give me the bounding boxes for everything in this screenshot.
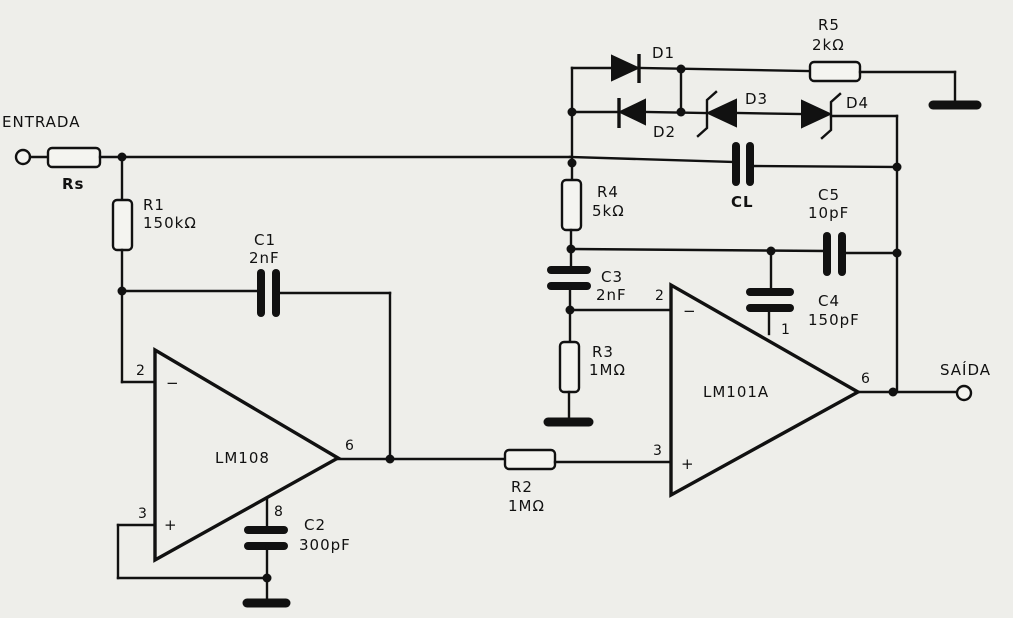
resistor-rs bbox=[46, 146, 102, 169]
d4-label: D4 bbox=[846, 94, 869, 112]
cl-label: CL bbox=[731, 193, 754, 211]
wire bbox=[569, 247, 828, 253]
u1-pin-inv: 2 bbox=[136, 363, 145, 379]
input-terminal bbox=[14, 148, 32, 166]
c4-name: C4 bbox=[818, 292, 840, 310]
r5-value: 2kΩ bbox=[812, 36, 845, 54]
c3-value: 2nF bbox=[596, 286, 627, 304]
c3-name: C3 bbox=[601, 268, 623, 286]
zener-d3-cathode bbox=[696, 90, 718, 138]
u2-pin-out: 6 bbox=[861, 371, 870, 387]
resistor-r3 bbox=[558, 340, 581, 394]
diode-d1 bbox=[611, 54, 641, 82]
wire bbox=[749, 164, 899, 169]
rs-label: Rs bbox=[62, 175, 84, 193]
wire bbox=[734, 111, 804, 116]
u2-pin-inv: 2 bbox=[655, 288, 664, 304]
u2-name: LM101A bbox=[703, 383, 769, 401]
junction bbox=[262, 573, 272, 583]
junction bbox=[676, 107, 686, 117]
diode-d2 bbox=[617, 98, 646, 126]
d2-label: D2 bbox=[653, 123, 676, 141]
c5-value: 10pF bbox=[808, 204, 849, 222]
resistor-r4 bbox=[560, 178, 583, 232]
u1-plus-sign: + bbox=[164, 516, 178, 534]
r3-name: R3 bbox=[592, 343, 614, 361]
c1-name: C1 bbox=[254, 231, 276, 249]
r4-value: 5kΩ bbox=[592, 202, 625, 220]
c2-name: C2 bbox=[304, 516, 326, 534]
resistor-r2 bbox=[503, 448, 557, 471]
u2-pin-comp: 1 bbox=[781, 322, 790, 338]
r1-value: 150kΩ bbox=[143, 214, 197, 232]
d1-label: D1 bbox=[652, 44, 675, 62]
wire bbox=[568, 155, 737, 164]
zener-d4 bbox=[801, 99, 833, 129]
u2-minus-sign: − bbox=[683, 302, 697, 320]
r1-name: R1 bbox=[143, 196, 165, 214]
wire bbox=[637, 66, 810, 73]
r4-name: R4 bbox=[597, 183, 619, 201]
c2-value: 300pF bbox=[299, 536, 351, 554]
u1-pin-out: 6 bbox=[345, 438, 354, 454]
junction bbox=[892, 162, 902, 172]
c4-value: 150pF bbox=[808, 311, 860, 329]
c5-name: C5 bbox=[818, 186, 840, 204]
output-terminal bbox=[955, 384, 973, 402]
opamp-lm101a bbox=[669, 282, 862, 498]
wire bbox=[643, 110, 708, 115]
d3-label: D3 bbox=[745, 90, 768, 108]
u2-pin-noninv: 3 bbox=[653, 443, 662, 459]
r5-name: R5 bbox=[818, 16, 840, 34]
u1-name: LM108 bbox=[215, 449, 270, 467]
opamp-lm108 bbox=[153, 347, 342, 563]
output-label: SAÍDA bbox=[940, 360, 991, 379]
resistor-r1 bbox=[111, 198, 134, 252]
zener-d3 bbox=[705, 98, 737, 128]
junction bbox=[888, 387, 898, 397]
r2-name: R2 bbox=[511, 478, 533, 496]
junction bbox=[567, 158, 577, 168]
junction bbox=[385, 454, 395, 464]
u1-pin-noninv: 3 bbox=[138, 506, 147, 522]
u1-pin-comp: 8 bbox=[274, 504, 283, 520]
u2-plus-sign: + bbox=[681, 455, 695, 473]
junction bbox=[892, 248, 902, 258]
input-label: ENTRADA bbox=[2, 113, 80, 131]
r2-value: 1MΩ bbox=[508, 497, 545, 515]
r3-value: 1MΩ bbox=[589, 361, 626, 379]
resistor-r5 bbox=[808, 60, 862, 83]
u1-minus-sign: − bbox=[166, 374, 180, 392]
c1-value: 2nF bbox=[249, 249, 280, 267]
